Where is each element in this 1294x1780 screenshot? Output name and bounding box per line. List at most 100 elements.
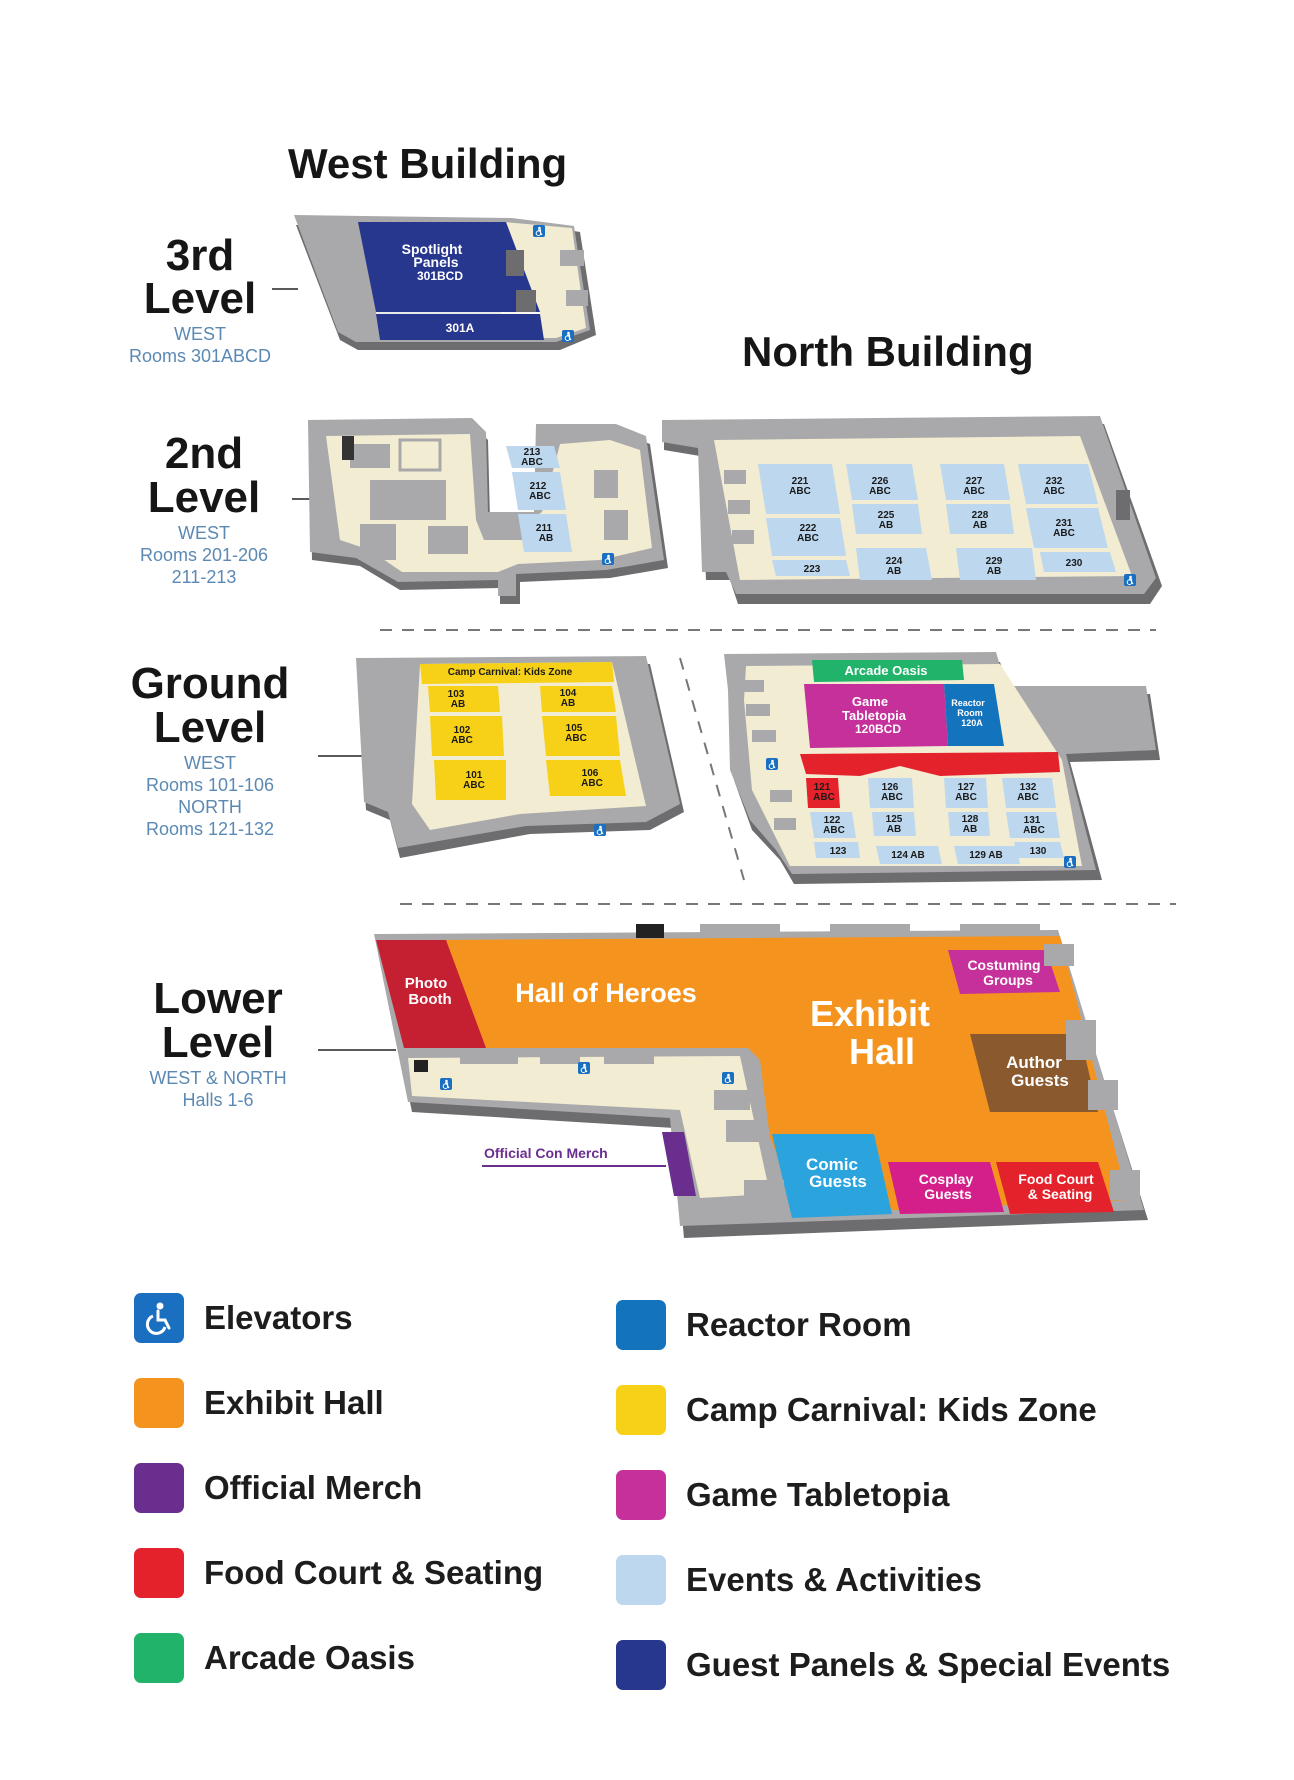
wheelchair-accessible-icon [134, 1293, 184, 1343]
room-132 [1002, 778, 1056, 808]
legend-swatch-official-merch [134, 1463, 184, 1513]
room-126 [868, 778, 914, 808]
room-reactor [944, 684, 1004, 746]
lower-sub-2: Halls 1-6 [182, 1090, 253, 1110]
room-103-label-2: AB [451, 699, 465, 710]
room-101 [434, 760, 508, 800]
room-221 [758, 464, 840, 514]
legend-label-exhibit-hall: Exhibit Hall [204, 1384, 384, 1421]
ground-sub-1: WEST [184, 753, 236, 773]
room-121-label-1: 121 [814, 782, 831, 793]
room-124 [876, 846, 942, 864]
room-131-label-2: ABC [1023, 825, 1045, 836]
room-106-label-1: 106 [582, 768, 599, 779]
kids-zone-label: Camp Carnival: Kids Zone [448, 667, 573, 678]
room-130-label: 130 [1030, 846, 1047, 857]
photo-booth-label-2: Booth [408, 991, 451, 1008]
room-spotlight-panels [358, 222, 540, 312]
room-132-label-1: 132 [1020, 782, 1037, 793]
spotlight-label-2: Panels [413, 254, 458, 270]
legend-item-arcade-oasis: Arcade Oasis [134, 1630, 415, 1686]
room-129-label: 129 AB [969, 850, 1003, 861]
room-301a [376, 314, 544, 340]
legend-swatch-guest-panels [616, 1640, 666, 1690]
legend-label-food-court: Food Court & Seating [204, 1554, 544, 1591]
level-3-floorplan: Spotlight Panels 301BCD 301A [294, 215, 596, 350]
room-128-label-2: AB [963, 824, 977, 835]
food-seating-band [800, 752, 1060, 776]
lower-sub-1: WEST & NORTH [149, 1068, 286, 1088]
ground-sub-2: Rooms 101-106 [146, 775, 274, 795]
legend-item-exhibit-hall: Exhibit Hall [134, 1375, 384, 1431]
reactor-label-3: 120A [961, 718, 983, 728]
room-photo-booth [376, 940, 486, 1048]
room-229-label-1: 229 [986, 556, 1003, 567]
room-224-label-2: AB [887, 566, 901, 577]
cosplay-label-2: Guests [924, 1186, 972, 1202]
room-122-label-1: 122 [824, 815, 841, 826]
room-212-label-1: 212 [530, 481, 547, 492]
level-3-sub-2: Rooms 301ABCD [129, 346, 271, 366]
legend-swatch-food-court [134, 1548, 184, 1598]
room-225-label-1: 225 [878, 510, 895, 521]
room-232-label-2: ABC [1043, 486, 1065, 497]
room-official-merch [662, 1132, 696, 1196]
room-224-label-1: 224 [886, 556, 903, 567]
ground-sub-4: Rooms 121-132 [146, 819, 274, 839]
room-125 [872, 812, 916, 836]
cosplay-label-1: Cosplay [919, 1171, 974, 1187]
room-101-label-2: ABC [463, 780, 485, 791]
room-301a-label: 301A [446, 321, 475, 335]
room-122-label-2: ABC [823, 825, 845, 836]
comic-label-2: Guests [809, 1172, 867, 1191]
room-231-label-1: 231 [1056, 518, 1073, 529]
legend-item-guest-panels: Guest Panels & Special Events [616, 1637, 1170, 1693]
room-227 [940, 464, 1010, 500]
room-228-label-2: AB [973, 520, 987, 531]
room-129 [954, 846, 1020, 864]
room-102-label-2: ABC [451, 735, 473, 746]
exhibit-hall-label-2: Hall [849, 1031, 915, 1072]
exhibit-hall-area [430, 936, 1128, 1210]
spotlight-label-1: Spotlight [402, 241, 463, 257]
room-costuming-groups [948, 950, 1060, 994]
room-213-label-2: ABC [521, 457, 543, 468]
room-105 [542, 716, 620, 756]
room-126-label-1: 126 [882, 782, 899, 793]
level-2-sub-3: 211-213 [172, 567, 237, 587]
room-128-label-1: 128 [962, 814, 979, 825]
room-128 [948, 812, 990, 836]
room-122 [810, 812, 856, 838]
ground-north-floorplan: Arcade Oasis Game Tabletopia 120BCD Reac… [724, 652, 1160, 884]
arcade-label: Arcade Oasis [844, 663, 927, 678]
legend-label-arcade-oasis: Arcade Oasis [204, 1639, 415, 1676]
exhibit-hall-label-1: Exhibit [810, 993, 930, 1034]
legend-label-events-activities: Events & Activities [686, 1561, 982, 1598]
map-legend: Elevators Exhibit Hall Official Merch Fo… [0, 1270, 1294, 1730]
tabletopia-label-3: 120BCD [855, 722, 901, 736]
level-2-label: 2nd Level WEST Rooms 201-206 211-213 [140, 429, 268, 587]
room-126-label-2: ABC [881, 792, 903, 803]
room-224 [856, 548, 932, 580]
costuming-label-1: Costuming [967, 957, 1040, 973]
room-132-label-2: ABC [1017, 792, 1039, 803]
legend-swatch-reactor-room [616, 1300, 666, 1350]
hall-of-heroes-label: Hall of Heroes [515, 978, 697, 1008]
room-212 [512, 472, 566, 510]
room-221-label-2: ABC [789, 486, 811, 497]
room-226-label-1: 226 [872, 476, 889, 487]
room-231-label-2: ABC [1053, 528, 1075, 539]
legend-item-kids-zone: Camp Carnival: Kids Zone [616, 1382, 1097, 1438]
level-2-sub-1: WEST [178, 523, 230, 543]
room-229 [956, 548, 1036, 580]
room-212-label-2: ABC [529, 491, 551, 502]
room-222-label-1: 222 [800, 523, 817, 534]
room-222-label-2: ABC [797, 533, 819, 544]
legend-item-game-tabletopia: Game Tabletopia [616, 1467, 949, 1523]
room-230-label: 230 [1066, 558, 1083, 569]
legend-item-events-activities: Events & Activities [616, 1552, 982, 1608]
room-125-label-1: 125 [886, 814, 903, 825]
room-125-label-2: AB [887, 824, 901, 835]
room-102 [430, 716, 504, 756]
room-230 [1040, 552, 1116, 572]
